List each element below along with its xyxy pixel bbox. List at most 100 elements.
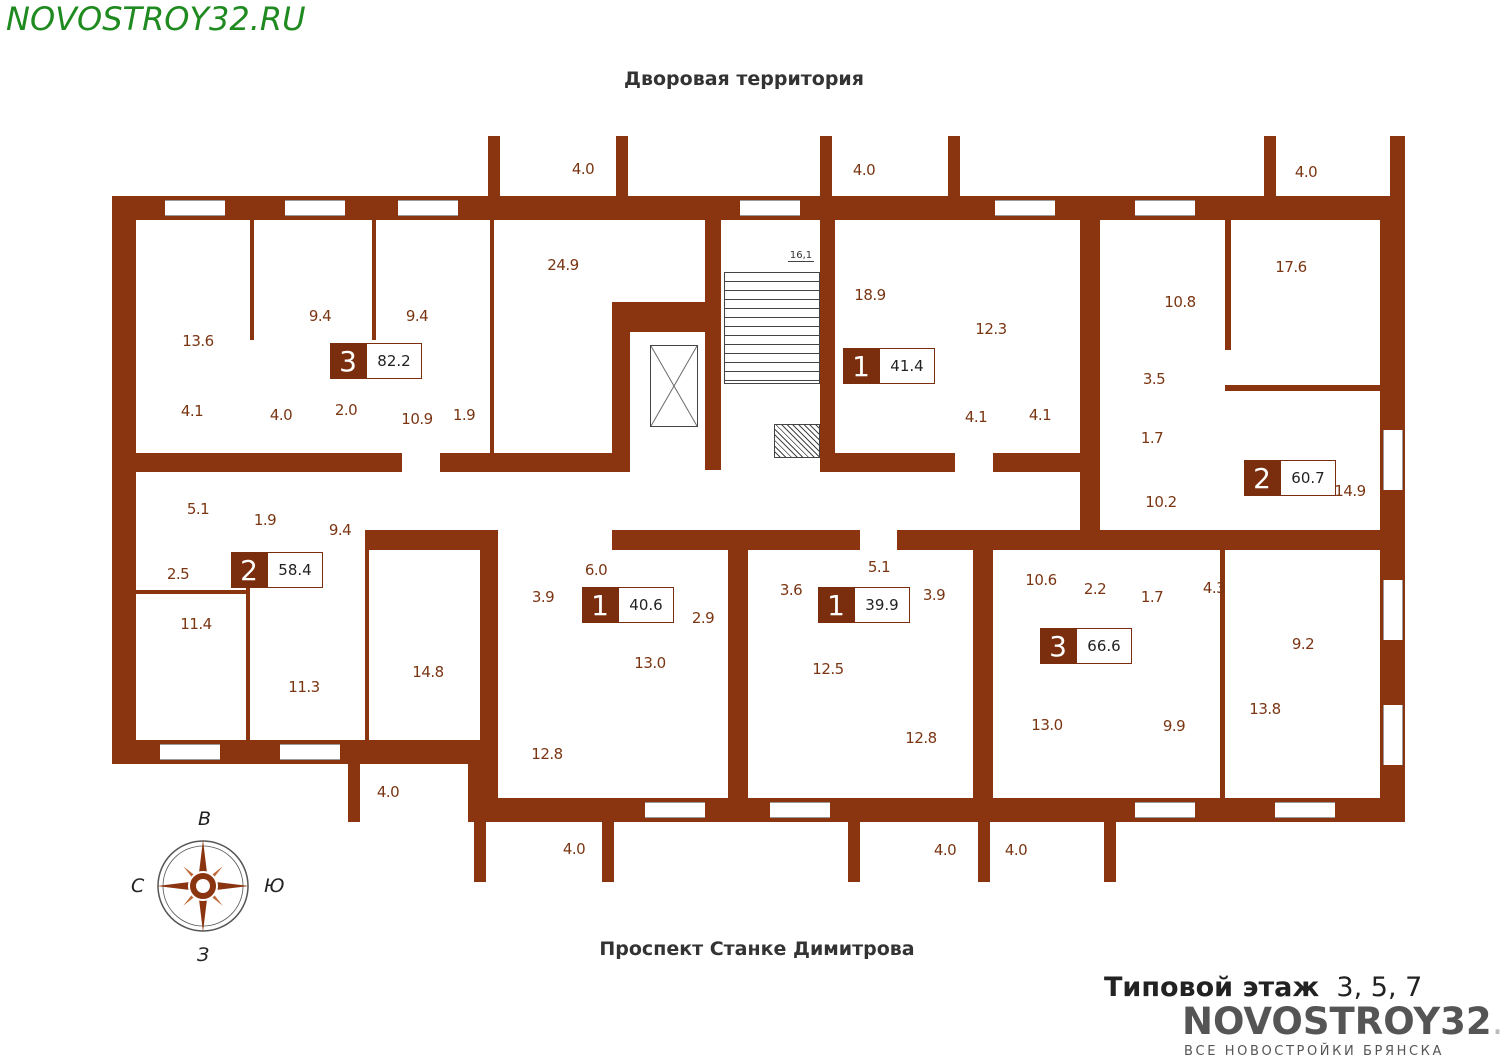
room-area: 10.9	[401, 410, 433, 428]
apartment-area: 40.6	[618, 587, 674, 623]
staircase	[724, 272, 820, 384]
room-area: 9.4	[308, 307, 332, 325]
room-area: 1.7	[1140, 588, 1164, 606]
room-area: 1.9	[253, 511, 277, 529]
window	[280, 744, 340, 760]
wall	[612, 530, 860, 550]
watermark-tagline: ВСЕ НОВОСТРОЙКИ БРЯНСКА	[1184, 1044, 1444, 1059]
wall	[993, 453, 1093, 472]
window	[398, 200, 458, 216]
apartment-rooms: 2	[1244, 460, 1280, 496]
wall	[1080, 220, 1100, 520]
balcony	[832, 136, 948, 196]
room-area: 6.0	[584, 561, 608, 579]
floor-title-text: Типовой этаж	[1104, 972, 1320, 1003]
room-area: 18.9	[854, 286, 886, 304]
window	[1383, 705, 1403, 765]
balcony-area: 4.0	[852, 161, 876, 179]
wall	[1225, 385, 1380, 391]
window	[1135, 802, 1195, 818]
stair-label: 16,1	[788, 250, 814, 262]
room-area: 3.9	[531, 588, 555, 606]
shaft-hatch	[774, 424, 820, 458]
floor-numbers: 3, 5, 7	[1336, 972, 1423, 1003]
room-area: 1.7	[1140, 429, 1164, 447]
room-area: 24.9	[547, 256, 579, 274]
room-area: 2.9	[691, 609, 715, 627]
balcony-area: 4.0	[562, 840, 586, 858]
room-area: 2.2	[1083, 580, 1107, 598]
wall	[490, 220, 494, 455]
wall	[480, 530, 498, 798]
floor-title: Типовой этаж 3, 5, 7	[1104, 972, 1422, 1003]
room-area: 11.3	[288, 678, 320, 696]
apartment-rooms: 2	[231, 552, 267, 588]
interior	[498, 740, 1380, 798]
room-area: 11.4	[180, 615, 212, 633]
room-area: 1.9	[452, 406, 476, 424]
room-area: 12.3	[975, 320, 1007, 338]
apartment-area: 58.4	[267, 552, 323, 588]
wall	[820, 453, 955, 472]
balcony	[360, 762, 468, 822]
room-area: 12.8	[905, 729, 937, 747]
compass-west-label: З	[197, 944, 210, 966]
wall	[372, 220, 376, 340]
wall	[136, 590, 246, 594]
wall	[1060, 530, 1080, 550]
balcony	[990, 822, 1104, 882]
wall	[728, 548, 748, 798]
balcony	[1276, 136, 1390, 196]
apartment-area: 39.9	[854, 587, 910, 623]
wall	[120, 453, 402, 472]
balcony-area: 4.0	[1004, 841, 1028, 859]
window	[1275, 802, 1335, 818]
wall	[440, 453, 630, 472]
elevator-wall	[612, 302, 720, 332]
balcony-area: 4.0	[1294, 163, 1318, 181]
window	[740, 200, 800, 216]
window	[285, 200, 345, 216]
watermark-suffix: .ru	[1492, 1000, 1500, 1043]
room-area: 10.6	[1025, 571, 1057, 589]
balcony	[486, 822, 602, 882]
balcony-area: 4.0	[571, 160, 595, 178]
window	[770, 802, 830, 818]
window	[645, 802, 705, 818]
compass-south-label: Ю	[264, 875, 285, 897]
wall	[1080, 510, 1100, 530]
room-area: 13.8	[1249, 700, 1281, 718]
room-area: 12.5	[812, 660, 844, 678]
watermark-logo: NOVOSTROY32.ru	[1182, 1000, 1500, 1043]
room-area: 4.3	[1202, 579, 1226, 597]
balcony	[500, 136, 616, 196]
balcony-area: 4.0	[933, 841, 957, 859]
wall	[246, 586, 250, 740]
wall	[365, 548, 369, 740]
room-area: 4.0	[269, 406, 293, 424]
wall	[897, 530, 1380, 550]
room-area: 13.6	[182, 332, 214, 350]
room-area: 10.2	[1145, 493, 1177, 511]
apartment-area: 82.2	[366, 343, 422, 379]
watermark-text: NOVOSTROY32	[1182, 1000, 1492, 1043]
room-area: 14.9	[1334, 482, 1366, 500]
room-area: 2.5	[166, 565, 190, 583]
window	[160, 744, 220, 760]
window	[1135, 200, 1195, 216]
room-area: 4.1	[180, 402, 204, 420]
window	[165, 200, 225, 216]
room-area: 9.4	[328, 521, 352, 539]
room-area: 12.8	[531, 745, 563, 763]
room-area: 3.9	[922, 586, 946, 604]
apartment-rooms: 1	[582, 587, 618, 623]
room-area: 3.6	[779, 581, 803, 599]
room-area: 9.4	[405, 307, 429, 325]
